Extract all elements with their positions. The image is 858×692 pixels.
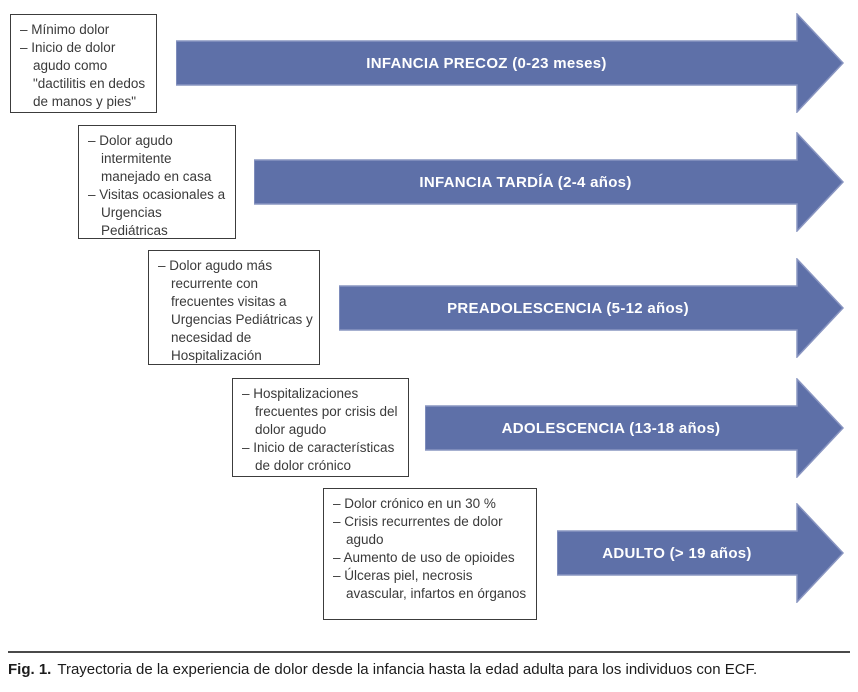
- note-bullet: – Hospitalizaciones frecuentes por crisi…: [242, 386, 398, 437]
- stage-notes-box-infancia-tardia: – Dolor agudo intermitente manejado en c…: [78, 125, 236, 239]
- stage-label: ADULTO (> 19 años): [602, 544, 752, 562]
- note-bullet: – Dolor agudo intermitente manejado en c…: [88, 133, 212, 184]
- timeline-arrow-adulto: ADULTO (> 19 años): [557, 503, 845, 603]
- note-bullet: – Crisis recurrentes de dolor agudo: [333, 514, 503, 547]
- figure-caption: Fig. 1. Trayectoria de la experiencia de …: [8, 651, 850, 678]
- stage-label: PREADOLESCENCIA (5-12 años): [447, 299, 689, 317]
- stage-notes-box-preadolescencia: – Dolor agudo más recurrente con frecuen…: [148, 250, 320, 365]
- right-arrow-icon: [254, 132, 845, 232]
- stage-label: ADOLESCENCIA (13-18 años): [501, 419, 721, 437]
- timeline-arrow-infancia-tardia: INFANCIA TARDÍA (2-4 años): [254, 132, 845, 232]
- stage-notes-box-adolescencia: – Hospitalizaciones frecuentes por crisi…: [232, 378, 409, 477]
- note-bullet: – Mínimo dolor: [20, 22, 110, 37]
- note-bullet: – Dolor crónico en un 30 %: [333, 496, 496, 511]
- right-arrow-icon: [425, 378, 845, 478]
- stage-notes-box-infancia-precoz: – Mínimo dolor – Inicio de dolor agudo c…: [10, 14, 157, 113]
- timeline-arrow-preadolescencia: PREADOLESCENCIA (5-12 años): [339, 258, 845, 358]
- note-bullet: – Dolor agudo más recurrente con frecuen…: [158, 258, 313, 363]
- note-bullet: – Aumento de uso de opioides: [333, 550, 515, 565]
- stage-label: INFANCIA PRECOZ (0-23 meses): [366, 54, 607, 72]
- right-arrow-icon: [557, 503, 845, 603]
- right-arrow-icon: [339, 258, 845, 358]
- note-bullet: – Inicio de características de dolor cró…: [242, 440, 395, 473]
- note-bullet: – Visitas ocasionales a Urgencias Pediát…: [88, 187, 226, 238]
- right-arrow-icon: [176, 13, 845, 113]
- stage-label: INFANCIA TARDÍA (2-4 años): [419, 173, 632, 191]
- timeline-arrow-adolescencia: ADOLESCENCIA (13-18 años): [425, 378, 845, 478]
- note-bullet: – Úlceras piel, necrosis avascular, infa…: [333, 568, 527, 601]
- timeline-arrow-infancia-precoz: INFANCIA PRECOZ (0-23 meses): [176, 13, 845, 113]
- figure-caption-label: Fig. 1.: [8, 661, 52, 678]
- figure-caption-text: Trayectoria de la experiencia de dolor d…: [57, 661, 758, 678]
- stage-notes-box-adulto: – Dolor crónico en un 30 % – Crisis recu…: [323, 488, 537, 620]
- note-bullet: – Inicio de dolor agudo como "dactilitis…: [20, 40, 146, 109]
